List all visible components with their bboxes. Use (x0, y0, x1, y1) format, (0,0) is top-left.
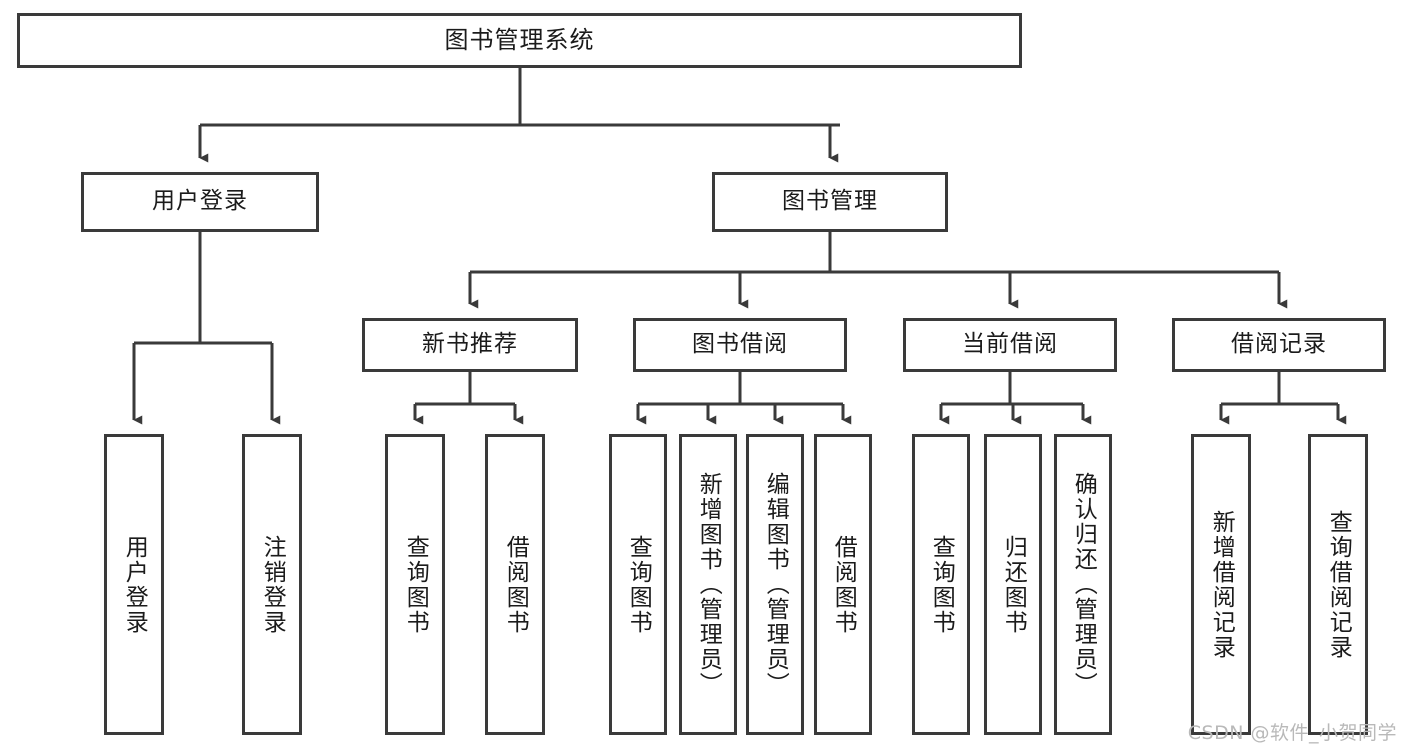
node-label: 确认归还（管理员） (1070, 472, 1097, 697)
node-label: 当前借阅 (962, 331, 1058, 358)
node-label: 图书借阅 (692, 331, 788, 358)
node-label: 用户登录 (121, 534, 148, 635)
node-label: 查询图书 (402, 534, 429, 635)
node-leaf-return-book[interactable]: 归还图书 (984, 434, 1042, 735)
node-label: 借阅图书 (502, 534, 529, 635)
node-leaf-user-login[interactable]: 用户登录 (104, 434, 164, 735)
watermark-text: CSDN @软件_小贺同学 (1187, 722, 1397, 744)
node-label: 注销登录 (259, 534, 286, 635)
node-root-system[interactable]: 图书管理系统 (17, 13, 1022, 68)
node-label: 借阅记录 (1231, 331, 1327, 358)
node-label: 新增借阅记录 (1208, 509, 1235, 660)
node-book-management[interactable]: 图书管理 (712, 172, 948, 232)
node-label: 新增图书（管理员） (695, 472, 722, 697)
node-leaf-user-logout[interactable]: 注销登录 (242, 434, 302, 735)
node-leaf-query-book-current[interactable]: 查询图书 (912, 434, 970, 735)
node-label: 借阅图书 (830, 534, 857, 635)
node-leaf-edit-book-admin[interactable]: 编辑图书（管理员） (746, 434, 804, 735)
node-leaf-query-borrow-record[interactable]: 查询借阅记录 (1308, 434, 1368, 735)
node-label: 图书管理系统 (444, 26, 595, 55)
node-label: 编辑图书（管理员） (762, 472, 789, 697)
node-leaf-borrow-book-recommend[interactable]: 借阅图书 (485, 434, 545, 735)
node-leaf-add-borrow-record[interactable]: 新增借阅记录 (1191, 434, 1251, 735)
node-current-borrow[interactable]: 当前借阅 (903, 318, 1117, 372)
node-leaf-query-book-recommend[interactable]: 查询图书 (385, 434, 445, 735)
node-leaf-confirm-return-admin[interactable]: 确认归还（管理员） (1054, 434, 1112, 735)
node-label: 查询借阅记录 (1325, 509, 1352, 660)
node-leaf-query-book-borrow[interactable]: 查询图书 (609, 434, 667, 735)
node-leaf-borrow-book[interactable]: 借阅图书 (814, 434, 872, 735)
node-borrow-record[interactable]: 借阅记录 (1172, 318, 1386, 372)
node-label: 用户登录 (152, 188, 248, 215)
node-label: 新书推荐 (422, 331, 518, 358)
node-book-borrow[interactable]: 图书借阅 (633, 318, 847, 372)
node-label: 查询图书 (928, 534, 955, 635)
node-new-book-recommend[interactable]: 新书推荐 (362, 318, 578, 372)
node-label: 查询图书 (625, 534, 652, 635)
node-user-login[interactable]: 用户登录 (81, 172, 319, 232)
node-leaf-add-book-admin[interactable]: 新增图书（管理员） (679, 434, 737, 735)
node-label: 归还图书 (1000, 534, 1027, 635)
node-label: 图书管理 (782, 188, 878, 215)
